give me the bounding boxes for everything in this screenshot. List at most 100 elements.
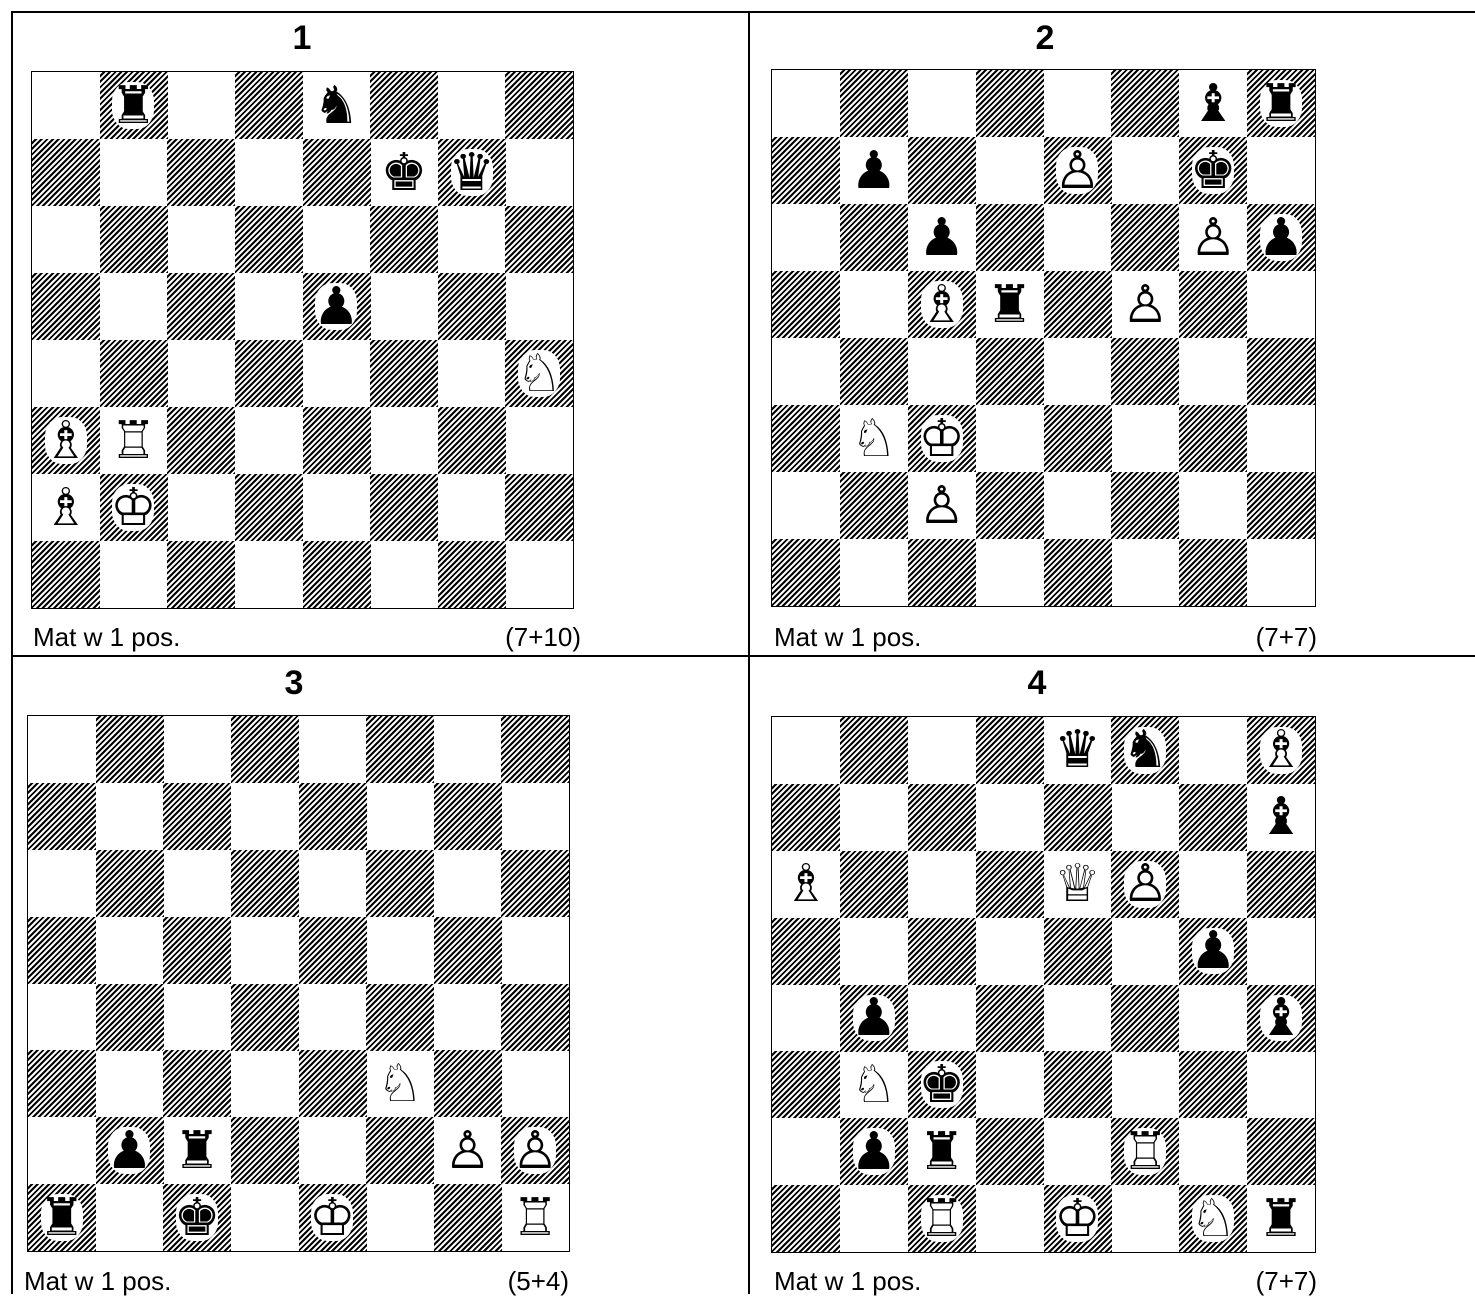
light-square <box>163 716 231 783</box>
black-rook-piece: ♜ <box>1247 1185 1315 1252</box>
dark-square <box>32 139 100 206</box>
chess-board: ♝♜♟♙♚♟♙♟♗♜♙♘♔♙ <box>771 69 1316 607</box>
problem-number: 3 <box>234 663 354 703</box>
dark-square <box>1044 1051 1112 1118</box>
piece-glyph: ♟ <box>1190 925 1237 977</box>
black-bishop-piece: ♝ <box>1179 70 1247 137</box>
light-square <box>434 850 502 917</box>
piece-count: (7+10) <box>441 622 581 652</box>
light-square <box>366 783 434 850</box>
black-queen-piece: ♛ <box>438 139 506 206</box>
light-square <box>908 985 976 1052</box>
white-pawn-piece: ♙ <box>1179 204 1247 271</box>
black-pawn-piece: ♟ <box>303 273 371 340</box>
piece-glyph: ♞ <box>313 80 360 132</box>
white-knight-piece: ♘ <box>1179 1185 1247 1252</box>
light-square <box>772 338 840 405</box>
dark-square <box>28 783 96 850</box>
piece-glyph: ♛ <box>448 147 495 199</box>
light-square <box>501 1050 569 1117</box>
dark-square <box>1044 271 1112 338</box>
dark-square <box>908 918 976 985</box>
dark-square <box>1247 338 1315 405</box>
piece-glyph: ♖ <box>110 415 157 467</box>
chess-board: ♜♞♚♛♟♘♗♖♗♔ <box>31 71 574 609</box>
column-divider <box>748 11 750 1294</box>
piece-glyph: ♜ <box>986 279 1033 331</box>
dark-square <box>434 783 502 850</box>
dark-square <box>1111 985 1179 1052</box>
light-square <box>299 716 367 783</box>
piece-glyph: ♟ <box>851 1126 898 1178</box>
piece-count: (7+7) <box>1177 1266 1317 1296</box>
dark-square <box>1111 472 1179 539</box>
light-square <box>1247 405 1315 472</box>
light-square <box>438 340 506 407</box>
piece-glyph: ♚ <box>381 147 428 199</box>
black-king-piece: ♚ <box>908 1051 976 1118</box>
dark-square <box>370 340 438 407</box>
dark-square <box>32 273 100 340</box>
light-square <box>501 783 569 850</box>
dark-square <box>235 206 303 273</box>
dark-square <box>505 474 573 541</box>
light-square <box>840 1185 908 1252</box>
dark-square <box>366 984 434 1051</box>
black-queen-piece: ♛ <box>1044 717 1112 784</box>
piece-glyph: ♙ <box>1122 858 1169 910</box>
dark-square <box>235 340 303 407</box>
white-knight-piece: ♘ <box>366 1050 434 1117</box>
dark-square <box>28 917 96 984</box>
light-square <box>1111 405 1179 472</box>
black-pawn-piece: ♟ <box>1179 918 1247 985</box>
light-square <box>505 139 573 206</box>
dark-square <box>366 716 434 783</box>
light-square <box>235 407 303 474</box>
problem-number: 4 <box>977 663 1097 703</box>
dark-square <box>976 985 1044 1052</box>
problem-number: 1 <box>242 18 362 58</box>
black-pawn-piece: ♟ <box>96 1117 164 1184</box>
piece-glyph: ♔ <box>1054 1193 1101 1245</box>
light-square <box>28 716 96 783</box>
light-square <box>28 850 96 917</box>
white-rook-piece: ♖ <box>100 407 168 474</box>
piece-glyph: ♜ <box>39 1192 86 1244</box>
dark-square <box>501 716 569 783</box>
dark-square <box>1044 539 1112 606</box>
dark-square <box>1247 472 1315 539</box>
light-square <box>772 472 840 539</box>
dark-square <box>772 405 840 472</box>
piece-glyph: ♙ <box>918 480 965 532</box>
piece-glyph: ♜ <box>918 1126 965 1178</box>
white-knight-piece: ♘ <box>840 405 908 472</box>
dark-square <box>908 539 976 606</box>
chess-board: ♛♞♗♝♗♕♙♟♟♝♘♚♟♜♖♖♔♘♜ <box>771 716 1316 1253</box>
piece-glyph: ♜ <box>110 80 157 132</box>
piece-glyph: ♘ <box>1190 1193 1237 1245</box>
dark-square <box>840 204 908 271</box>
problem-caption: Mat w 1 pos. <box>774 1266 921 1296</box>
dark-square <box>840 851 908 918</box>
dark-square <box>303 407 371 474</box>
white-rook-piece: ♖ <box>908 1185 976 1252</box>
white-knight-piece: ♘ <box>505 340 573 407</box>
dark-square <box>163 783 231 850</box>
chess-board: ♘♟♜♙♙♜♚♔♖ <box>27 715 570 1252</box>
dark-square <box>231 850 299 917</box>
light-square <box>235 139 303 206</box>
light-square <box>772 985 840 1052</box>
dark-square <box>976 717 1044 784</box>
light-square <box>163 850 231 917</box>
light-square <box>908 717 976 784</box>
light-square <box>1111 1185 1179 1252</box>
dark-square <box>505 206 573 273</box>
light-square <box>976 405 1044 472</box>
light-square <box>438 206 506 273</box>
dark-square <box>299 917 367 984</box>
white-king-piece: ♔ <box>100 474 168 541</box>
dark-square <box>167 407 235 474</box>
piece-glyph: ♟ <box>313 281 360 333</box>
black-bishop-piece: ♝ <box>1247 985 1315 1052</box>
dark-square <box>438 541 506 608</box>
